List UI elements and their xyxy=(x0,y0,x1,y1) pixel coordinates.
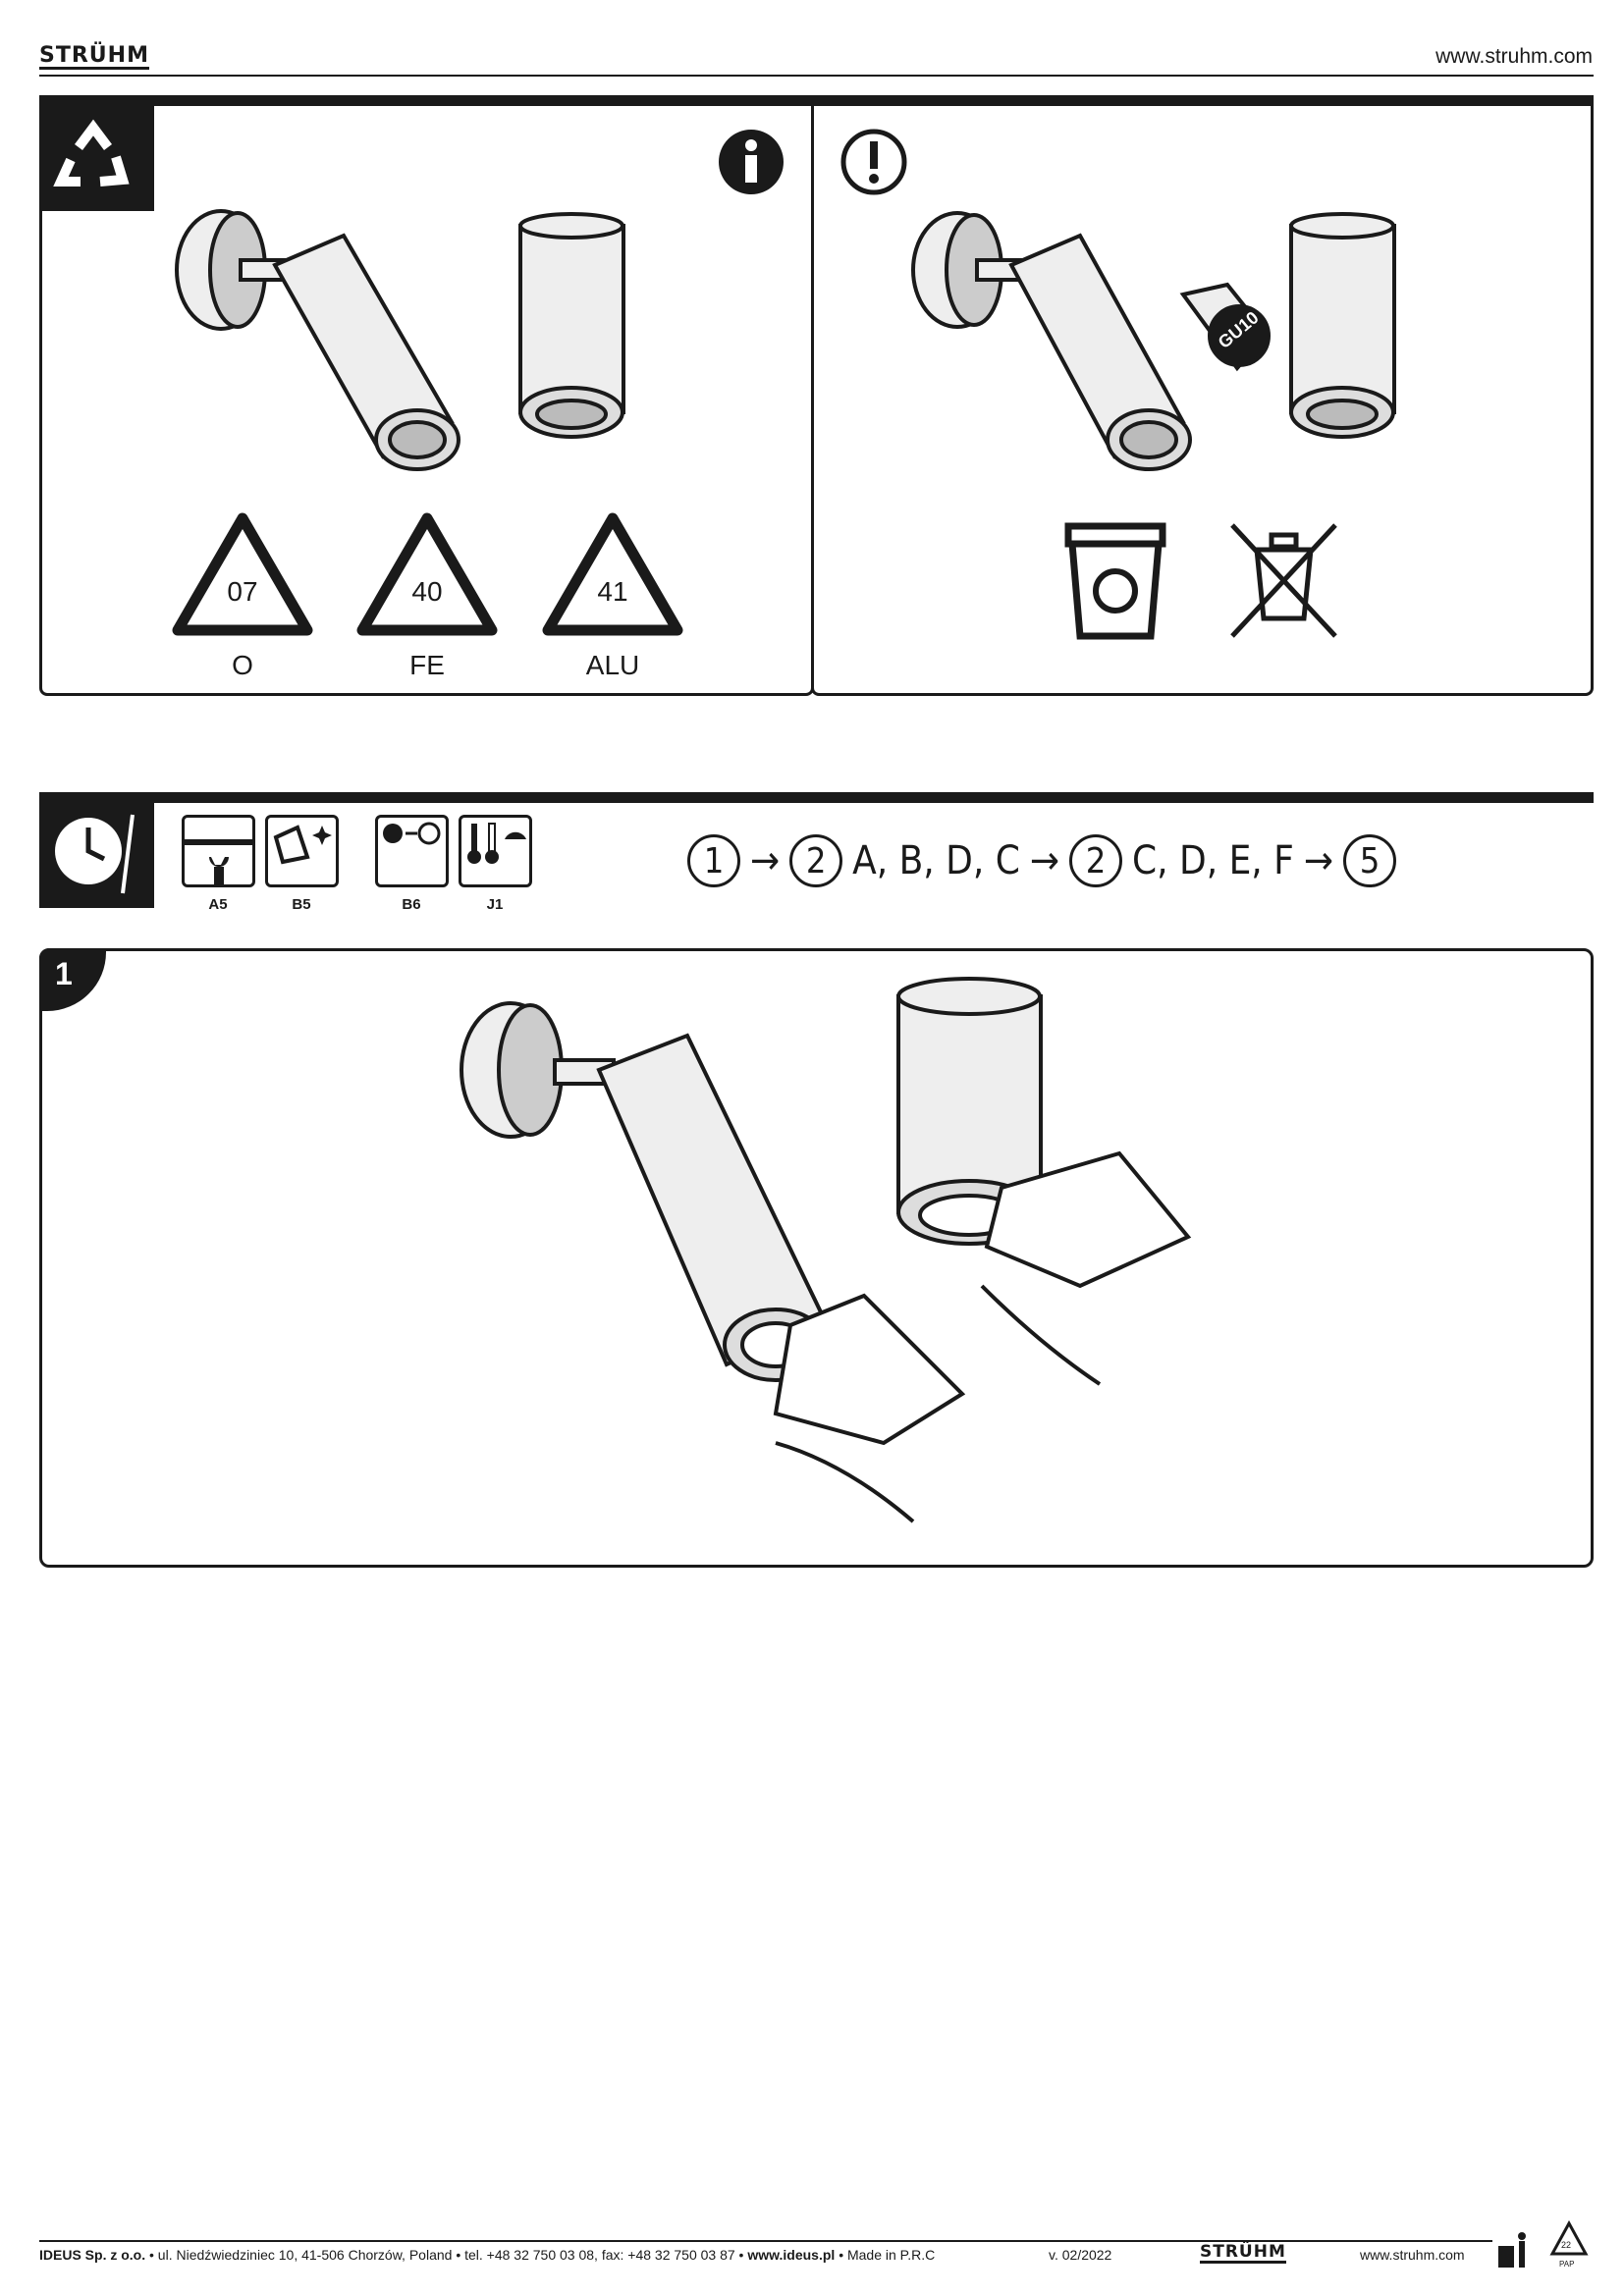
footer-divider xyxy=(39,2240,1492,2242)
footer-company: IDEUS Sp. z o.o. xyxy=(39,2247,146,2263)
recycle-code-40-icon xyxy=(356,512,498,636)
step-circle: 2 xyxy=(789,834,843,887)
warning-icon xyxy=(840,129,907,195)
step-letters: C, D, E, F xyxy=(1132,838,1294,883)
section-bar xyxy=(39,792,1594,803)
footer-website[interactable]: www.ideus.pl xyxy=(747,2247,836,2263)
no-trash-bin-icon xyxy=(1230,523,1337,638)
icon-label: B5 xyxy=(292,896,311,913)
surface-lamp-illustration xyxy=(1289,212,1396,439)
disposal-panel xyxy=(811,95,1594,696)
footer-made-in: • Made in P.R.C xyxy=(839,2247,936,2263)
icon-b5-clean xyxy=(265,815,339,887)
footer-url[interactable]: www.struhm.com xyxy=(1360,2247,1465,2263)
info-icon xyxy=(719,130,784,194)
step-circle: 1 xyxy=(687,834,740,887)
recycle-icon xyxy=(39,103,154,211)
footer-version: v. 02/2022 xyxy=(1049,2247,1112,2263)
icon-j1-temperature xyxy=(459,815,532,887)
icon-label: B6 xyxy=(402,896,421,913)
footer-contact: IDEUS Sp. z o.o. • ul. Niedźwiedziniec 1… xyxy=(39,2247,935,2263)
pap-code: 22 xyxy=(1561,2240,1572,2250)
pap-recycle-icon xyxy=(1549,2220,1589,2256)
cleaning-illustration xyxy=(460,977,1192,1523)
maintenance-sequence: 1 → 2 A, B, D, C → 2 C, D, E, F → 5 xyxy=(687,834,1397,887)
recycle-code-number: 07 xyxy=(227,576,258,607)
header-divider xyxy=(39,75,1594,77)
tidyman-icon xyxy=(1498,2232,1526,2268)
recycle-code-number: 41 xyxy=(597,576,628,607)
step-1-panel xyxy=(39,948,1594,1568)
recycle-material: ALU xyxy=(585,650,640,680)
recycle-code-07-icon xyxy=(172,512,313,636)
recycle-code-41-icon xyxy=(542,512,683,636)
gu10-bulb-icon xyxy=(1179,282,1271,372)
brand-logo: STRÜHM xyxy=(39,43,149,70)
recycle-material: FE xyxy=(409,650,445,680)
icon-label: A5 xyxy=(208,896,228,913)
footer-address: • ul. Niedźwiedziniec 10, 41-506 Chorzów… xyxy=(149,2247,744,2263)
footer-brand-logo: STRÜHM xyxy=(1200,2242,1286,2264)
arrow-icon: → xyxy=(750,838,781,883)
surface-lamp-illustration xyxy=(518,212,625,439)
arrow-icon: → xyxy=(1303,838,1334,883)
maintenance-clock-icon xyxy=(39,800,154,908)
icon-b6-replace-bulb xyxy=(375,815,449,887)
icon-a5-wrench xyxy=(182,815,255,887)
recycle-bin-icon xyxy=(1064,522,1166,640)
step-letters: A, B, D, C xyxy=(852,838,1020,883)
recycle-material: O xyxy=(232,650,253,680)
header-url[interactable]: www.struhm.com xyxy=(1435,45,1593,68)
pap-label: PAP xyxy=(1559,2260,1575,2269)
spotlight-illustration xyxy=(911,211,1192,471)
icon-label: J1 xyxy=(486,896,504,913)
arrow-icon: → xyxy=(1029,838,1060,883)
spotlight-illustration xyxy=(175,209,460,471)
step-circle: 2 xyxy=(1069,834,1123,887)
step-circle: 5 xyxy=(1343,834,1397,887)
recycle-code-number: 40 xyxy=(411,576,443,607)
